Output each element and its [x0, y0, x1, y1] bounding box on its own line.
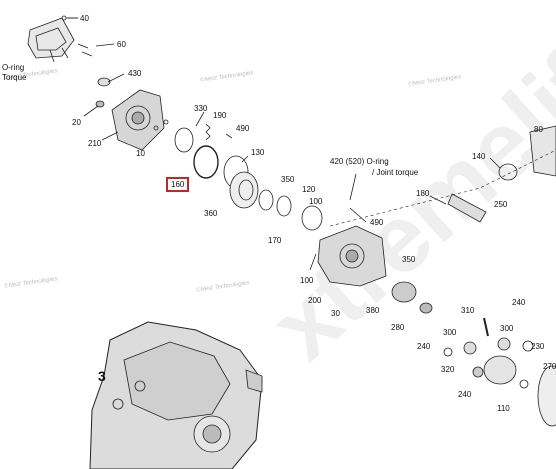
callout-30: 30 [331, 309, 340, 318]
callout-140: 140 [472, 152, 486, 161]
callout-o-ring: O-ring [2, 63, 25, 72]
callout-60: 60 [117, 40, 126, 49]
callout-210: 210 [88, 139, 102, 148]
callout-280: 280 [391, 323, 405, 332]
callout-130: 130 [251, 148, 265, 157]
callout-230: 230 [531, 342, 545, 351]
callout-310: 310 [461, 306, 475, 315]
callout-250: 250 [494, 200, 508, 209]
callout-100: 100 [309, 197, 323, 206]
callout-80: 80 [534, 125, 543, 134]
callout-300: 300 [443, 328, 457, 337]
callout-190: 190 [213, 111, 227, 120]
callout-300: 300 [500, 324, 514, 333]
callout-joint-torque: / Joint torque [372, 168, 419, 177]
callout-20: 20 [72, 118, 81, 127]
callout-240: 240 [458, 390, 472, 399]
callout-torque: Torque [2, 73, 27, 82]
callout-180: 180 [416, 189, 430, 198]
callout-350: 350 [402, 255, 416, 264]
callout-490: 490 [236, 124, 250, 133]
callout-350: 350 [281, 175, 295, 184]
callout-110: 110 [497, 404, 510, 413]
callout-170: 170 [268, 236, 282, 245]
callout-320: 320 [441, 365, 455, 374]
callout-430: 430 [128, 69, 142, 78]
callout-40: 40 [80, 14, 89, 23]
callout-490: 490 [370, 218, 384, 227]
callout-240: 240 [512, 298, 526, 307]
callout-330: 330 [194, 104, 208, 113]
callout-120: 120 [302, 185, 316, 194]
figure-number: 3 [98, 368, 106, 384]
callout-420: 420 (520) O-ring [330, 157, 389, 166]
callout-360: 360 [204, 209, 218, 218]
callout-270: 270 [543, 362, 556, 371]
callout-10: 10 [136, 149, 145, 158]
callout-240: 240 [417, 342, 431, 351]
callout-380: 380 [366, 306, 380, 315]
callout-200: 200 [308, 296, 322, 305]
callout-100: 100 [300, 276, 314, 285]
highlighted-callout-160: 160 [166, 177, 190, 192]
